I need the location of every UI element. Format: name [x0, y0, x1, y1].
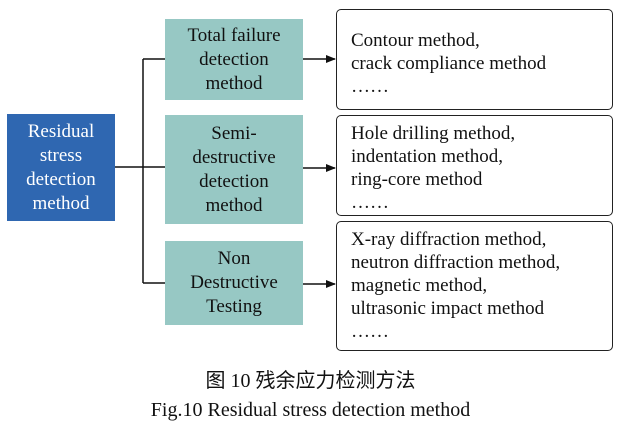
category-label: Non Destructive Testing: [190, 248, 278, 317]
methods-list: Hole drilling method, indentation method…: [351, 123, 516, 213]
category-label: Semi- destructive detection method: [192, 122, 276, 216]
methods-box-semi-destructive: Hole drilling method, indentation method…: [336, 115, 613, 216]
category-node-semi-destructive: Semi- destructive detection method: [165, 115, 303, 224]
category-node-total-failure: Total failure detection method: [165, 19, 303, 100]
methods-box-total-failure: Contour method, crack compliance method …: [336, 9, 613, 110]
root-node-label: Residual stress detection method: [26, 120, 96, 214]
methods-list: X-ray diffraction method, neutron diffra…: [351, 229, 561, 342]
category-node-non-destructive: Non Destructive Testing: [165, 241, 303, 325]
root-node: Residual stress detection method: [7, 114, 115, 221]
figure-caption-chinese: 图 10 残余应力检测方法: [205, 370, 416, 392]
methods-list: Contour method, crack compliance method …: [351, 30, 547, 97]
figure-caption-english: Fig.10 Residual stress detection method: [150, 399, 471, 421]
methods-box-non-destructive: X-ray diffraction method, neutron diffra…: [336, 221, 613, 351]
category-label: Total failure detection method: [187, 24, 281, 94]
